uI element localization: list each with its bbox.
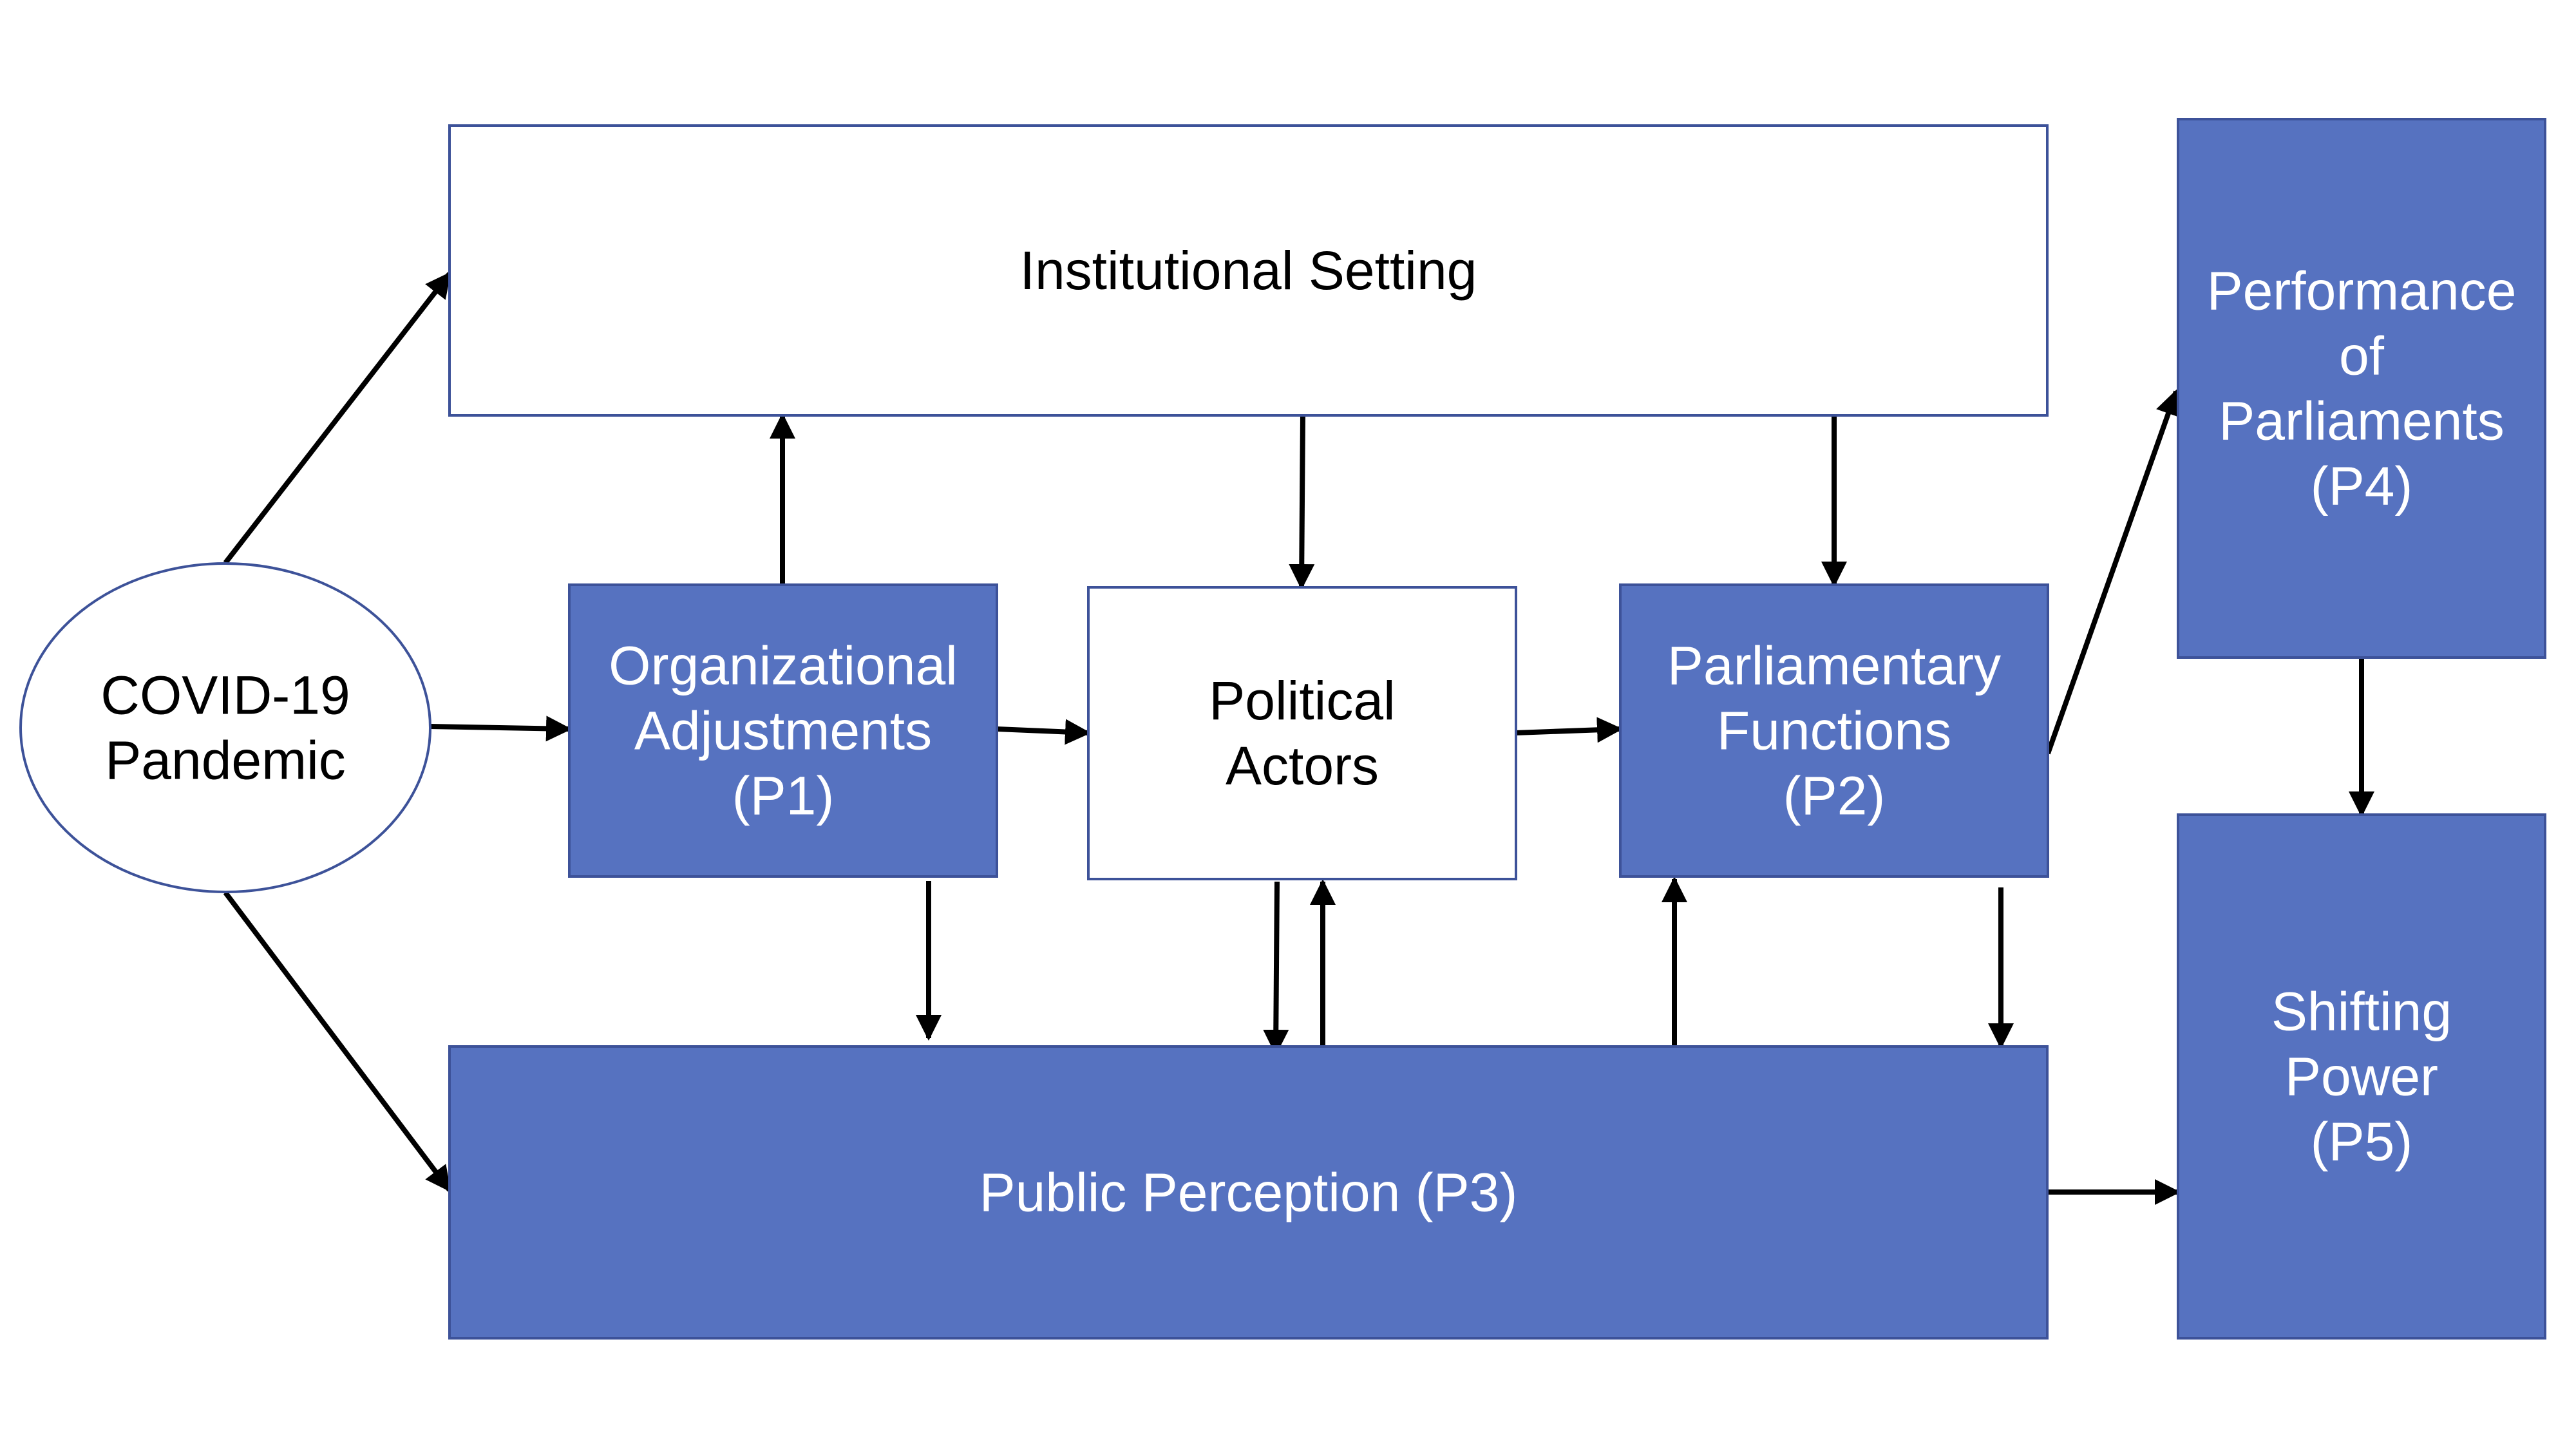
node-covid-label-line-1: COVID-19 — [100, 665, 350, 726]
arrow-political-to-public — [1263, 881, 1289, 1056]
node-shifting-shape — [2177, 813, 2546, 1340]
node-political-shape — [1087, 586, 1517, 880]
node-public-shape — [448, 1045, 2049, 1340]
node-institutional-shape — [448, 124, 2049, 417]
node-covid-shape — [19, 562, 431, 893]
node-institutional: Institutional Setting — [448, 124, 2049, 417]
node-public-label-line-1: Public Perception (P3) — [980, 1162, 1518, 1223]
node-functions-shape — [1619, 583, 2049, 878]
node-shifting-label-line-1: Shifting — [2271, 981, 2452, 1042]
edges-layer — [223, 271, 2374, 1205]
node-org-shape — [568, 583, 998, 878]
node-shifting-label-line-2: Power — [2285, 1046, 2438, 1107]
node-functions-label-line-3: (P2) — [1783, 766, 1886, 826]
node-shifting-label-line-3: (P5) — [2311, 1112, 2413, 1172]
node-performance-label-line-1: Performance — [2207, 261, 2517, 321]
node-org-label-line-1: Organizational — [609, 636, 958, 696]
node-covid-label-line-2: Pandemic — [105, 730, 346, 791]
node-political-label-line-1: Political — [1209, 670, 1395, 731]
arrow-covid-to-org — [430, 715, 572, 742]
arrow-political-to-functions — [1515, 717, 1623, 743]
node-org-label-line-2: Adjustments — [634, 701, 932, 761]
node-institutional-label-line-1: Institutional Setting — [1020, 240, 1477, 301]
node-public: Public Perception (P3) — [448, 1045, 2049, 1340]
node-org-label-line-3: (P1) — [732, 766, 835, 826]
node-performance-shape — [2177, 118, 2546, 659]
node-functions-label-line-1: Parliamentary — [1667, 636, 2001, 696]
node-performance-label-line-4: (P4) — [2311, 456, 2413, 516]
arrow-covid-to-institutional — [223, 271, 452, 565]
node-functions-label-line-2: Functions — [1717, 701, 1951, 761]
arrow-org-to-political — [996, 719, 1091, 745]
arrow-functions-to-performance — [2045, 389, 2181, 755]
arrow-covid-to-public — [223, 891, 452, 1193]
node-performance-label-line-2: of — [2339, 326, 2385, 386]
node-performance-label-line-3: Parliaments — [2219, 391, 2505, 451]
arrow-institutional-to-political — [1289, 415, 1315, 590]
node-political-label-line-2: Actors — [1226, 735, 1379, 796]
